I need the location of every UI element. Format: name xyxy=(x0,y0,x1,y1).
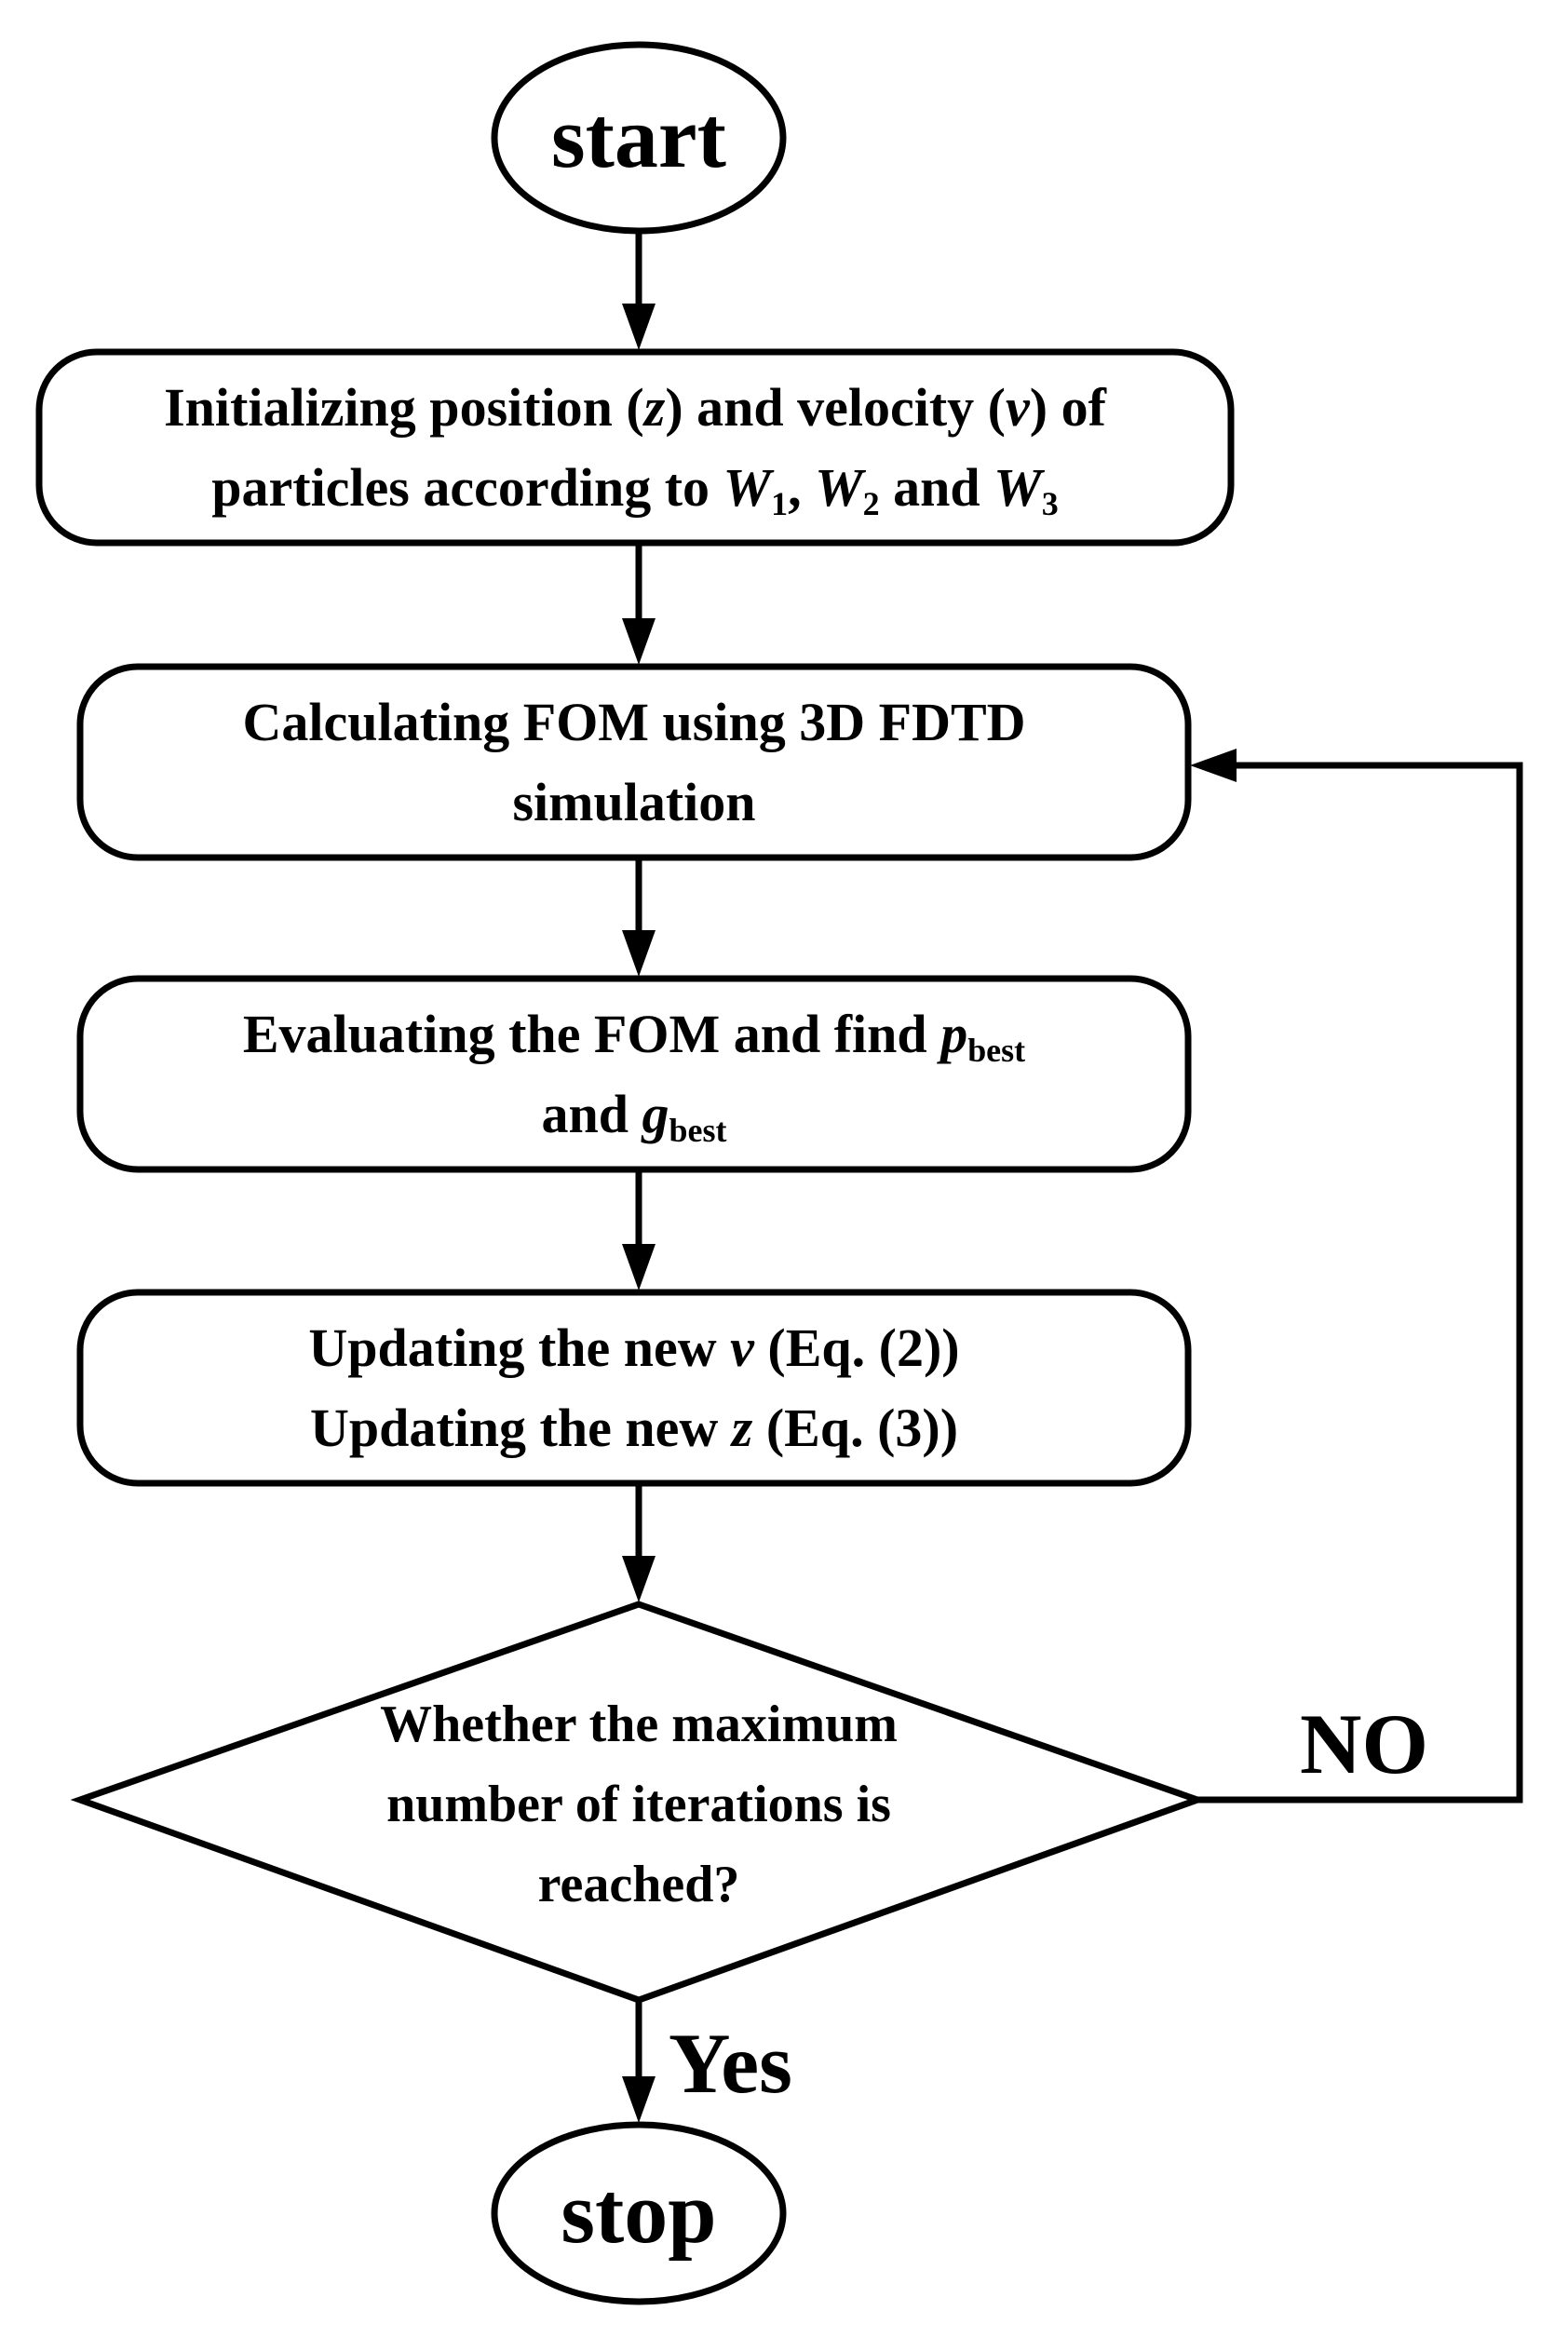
start-label: start xyxy=(494,45,783,231)
decision-line-3: reached? xyxy=(537,1856,740,1913)
eval-line-2: and gbest xyxy=(542,1074,727,1155)
update-text-1b: (Eq. (2)) xyxy=(753,1317,960,1378)
yes-branch-label: Yes xyxy=(669,2016,792,2111)
init-var-w3: W xyxy=(994,456,1042,518)
arrowhead-stop xyxy=(622,2076,656,2123)
init-text-1c: ) of xyxy=(1029,376,1106,438)
init-var-z: z xyxy=(643,376,666,438)
init-box xyxy=(35,348,1235,547)
init-sub-2: 2 xyxy=(862,484,880,522)
stop-label: stop xyxy=(494,2125,783,2302)
arrowhead-decision xyxy=(622,1556,656,1602)
eval-label: Evaluating the FOM and find pbest and gb… xyxy=(80,979,1188,1169)
update-line-1: Updating the new v (Eq. (2)) xyxy=(308,1308,959,1388)
update-var-v: v xyxy=(730,1317,754,1378)
eval-box xyxy=(76,975,1192,1173)
calc-line-2: simulation xyxy=(512,771,756,832)
no-branch-label: NO xyxy=(1300,1696,1428,1791)
decision-line-2: number of iterations is xyxy=(386,1776,891,1833)
eval-line-1: Evaluating the FOM and find pbest xyxy=(243,994,1025,1074)
update-text-1a: Updating the new xyxy=(308,1317,731,1378)
start-text: start xyxy=(551,89,726,186)
stop-oval xyxy=(491,2121,787,2305)
update-line-2: Updating the new z (Eq. (3)) xyxy=(310,1388,958,1468)
init-var-w2: W xyxy=(815,456,863,518)
eval-sub-gbest: best xyxy=(669,1111,727,1149)
arrowhead-update xyxy=(622,1244,656,1290)
init-text-1a: Initializing position ( xyxy=(164,376,644,438)
calc-box xyxy=(76,663,1192,861)
update-text-2b: (Eq. (3)) xyxy=(752,1397,959,1458)
eval-sub-pbest: best xyxy=(967,1031,1026,1069)
eval-var-g: g xyxy=(642,1083,669,1144)
update-label: Updating the new v (Eq. (2)) Updating th… xyxy=(80,1292,1188,1483)
eval-text-1a: Evaluating the FOM and find xyxy=(242,1003,941,1064)
init-sub-1: 1 xyxy=(771,484,789,522)
eval-var-p: p xyxy=(940,1003,968,1064)
stop-text: stop xyxy=(561,2165,717,2262)
arrowhead-eval xyxy=(622,930,656,977)
arrowhead-init xyxy=(622,304,656,350)
arrowhead-loop xyxy=(1190,749,1237,782)
init-sub-3: 3 xyxy=(1041,484,1059,522)
calc-line-1: Calculating FOM using 3D FDTD xyxy=(242,691,1026,752)
calc-label: Calculating FOM using 3D FDTD simulation xyxy=(80,667,1188,858)
init-label: Initializing position (z) and velocity (… xyxy=(39,352,1231,543)
init-var-w1: W xyxy=(723,456,772,518)
init-line-2: particles according to W1, W2 and W3 xyxy=(211,448,1058,528)
update-var-z: z xyxy=(731,1397,753,1458)
decision-label: Whether the maximum number of iterations… xyxy=(220,1679,1058,1930)
init-var-v: v xyxy=(1006,376,1030,438)
init-sep-2: and xyxy=(879,456,994,518)
update-text-2a: Updating the new xyxy=(309,1397,732,1458)
init-line-1: Initializing position (z) and velocity (… xyxy=(164,368,1106,448)
init-text-1b: ) and velocity ( xyxy=(665,376,1006,438)
eval-text-2a: and xyxy=(541,1083,642,1144)
arrowhead-calc xyxy=(622,618,656,665)
decision-line-1: Whether the maximum xyxy=(380,1696,898,1753)
init-sep-1: , xyxy=(788,456,816,518)
init-text-2a: particles according to xyxy=(211,456,723,518)
update-box xyxy=(76,1289,1192,1487)
loop-no-path xyxy=(1197,762,1523,1804)
